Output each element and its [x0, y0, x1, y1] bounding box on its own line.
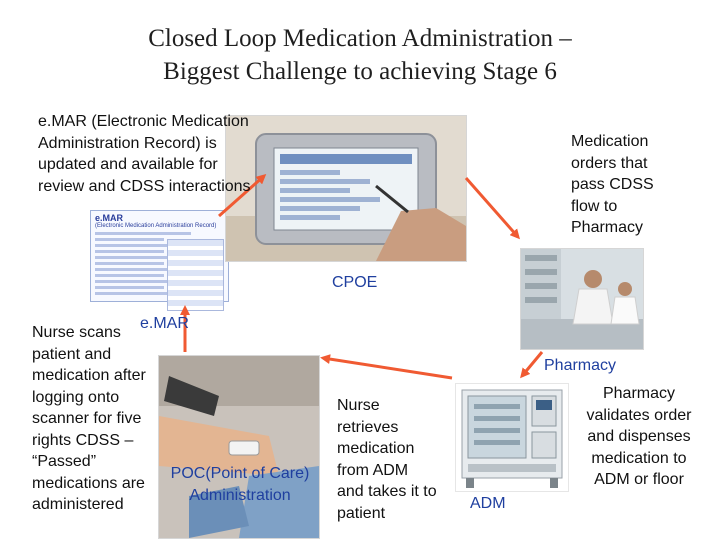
tablet-illustration — [226, 116, 466, 261]
pharmacy-description: Pharmacy validates order and dispenses m… — [586, 385, 692, 488]
adm-machine-photo — [455, 383, 569, 492]
emar-doc-heading: e.MAR — [95, 213, 124, 223]
nurse-retrieves-description: Nurse retrieves medication from ADM and … — [337, 397, 437, 522]
nurse-scan-description: Nurse scans patient and medication after… — [32, 324, 146, 513]
emar-doc-subheading: (Electronic Medication Administration Re… — [95, 223, 217, 229]
pharmacy-label: Pharmacy — [544, 357, 617, 374]
poc-administration-photo — [158, 355, 320, 539]
emar-record-description: e.MAR (Electronic Medication Administrat… — [38, 113, 251, 195]
arrow-adm-to-poc — [320, 354, 453, 380]
adm-illustration — [456, 384, 568, 491]
emar-document-image: e.MAR (Electronic Medication Administrat… — [90, 210, 229, 311]
title-line-2: Biggest Challenge to achieving Stage 6 — [163, 58, 557, 85]
emar-doc-table — [167, 239, 224, 311]
poc-administration-label: POC(Point of Care) Administration — [170, 465, 310, 504]
cpoe-tablet-photo — [225, 115, 467, 262]
orders-description: Medication orders that pass CDSS flow to… — [571, 133, 654, 236]
poc-illustration — [159, 356, 319, 538]
page-title: Closed Loop Medication Administration – … — [0, 22, 720, 88]
pharmacy-illustration — [521, 249, 643, 349]
title-line-1: Closed Loop Medication Administration – — [148, 25, 572, 52]
adm-label: ADM — [470, 495, 506, 512]
pharmacy-photo — [520, 248, 644, 350]
cpoe-label: CPOE — [332, 274, 378, 291]
arrow-cpoe-to-pharmacy — [464, 177, 520, 240]
arrow-pharmacy-to-adm — [520, 351, 544, 379]
emar-label: e.MAR — [140, 315, 189, 332]
